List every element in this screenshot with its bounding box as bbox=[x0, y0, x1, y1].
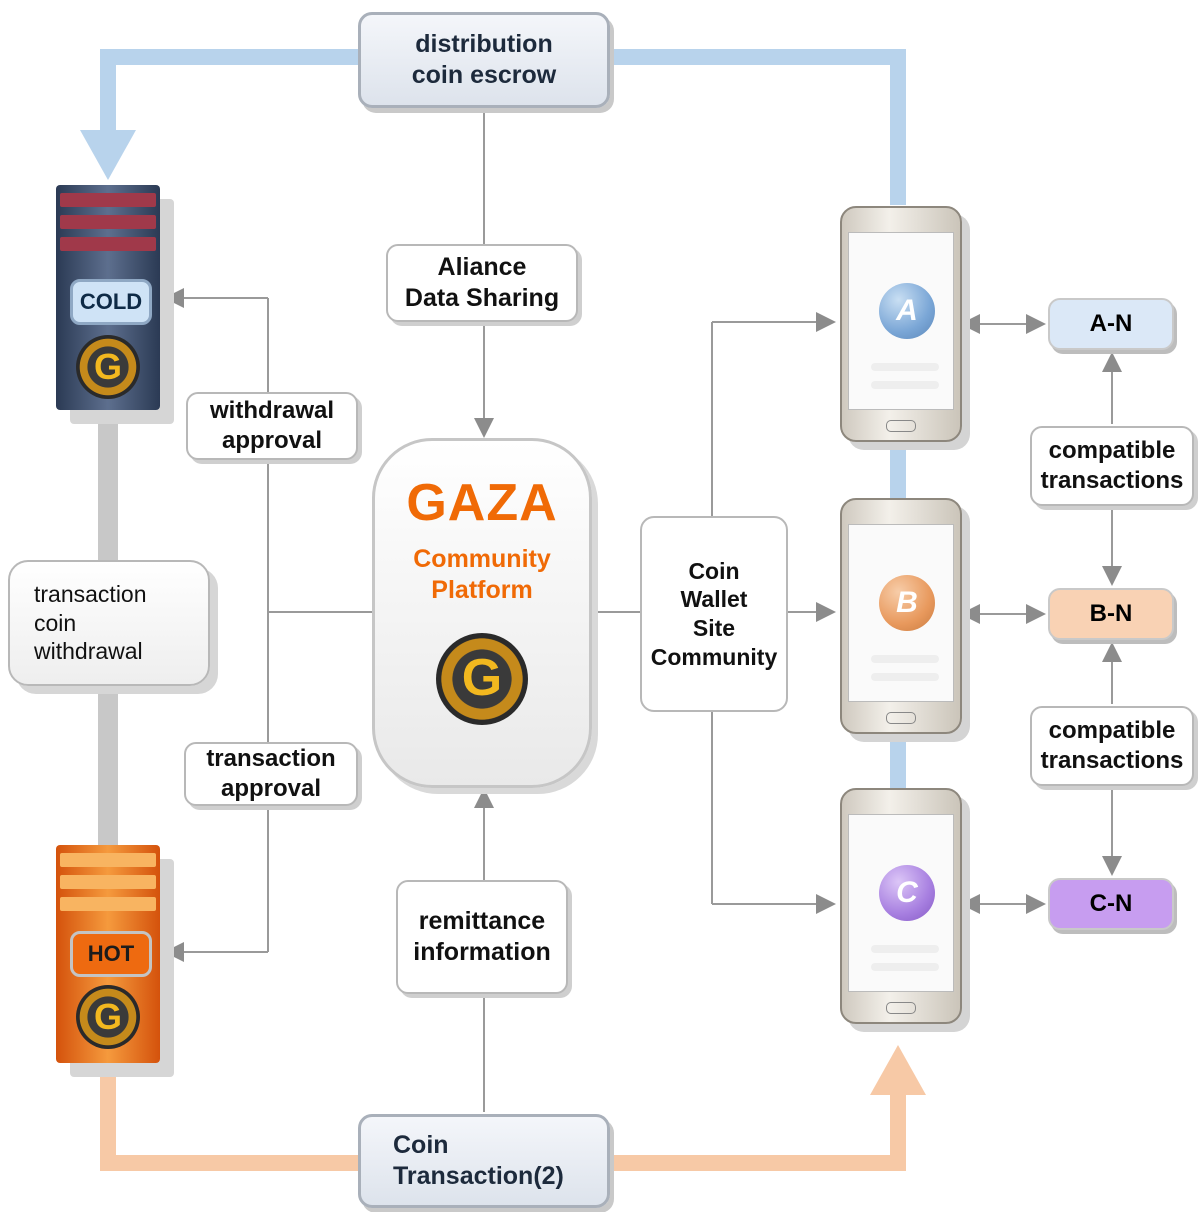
hot-server: HOT G bbox=[56, 845, 160, 1063]
coin-wallet-box: Coin Wallet Site Community bbox=[640, 516, 788, 712]
transaction-approval-line1: transaction bbox=[206, 745, 336, 772]
coin-withdrawal-box: transaction coin withdrawal bbox=[8, 560, 210, 686]
compatible-2-line1: compatible bbox=[1048, 717, 1176, 744]
node-b-n: B-N bbox=[1048, 588, 1174, 640]
coin-withdrawal-line3: withdrawal bbox=[34, 638, 143, 665]
escrow-line1: distribution bbox=[415, 29, 553, 58]
blue-arrowhead-cold bbox=[80, 130, 136, 180]
withdrawal-approval-line2: approval bbox=[221, 427, 323, 454]
alliance-box: Aliance Data Sharing bbox=[386, 244, 578, 322]
coin-wallet-line2: Wallet bbox=[680, 586, 748, 613]
compatible-1-line1: compatible bbox=[1048, 437, 1176, 464]
coin-a-icon: A bbox=[879, 283, 935, 339]
coin-withdrawal-line1: transaction bbox=[34, 580, 147, 607]
coin-transaction-line1: Coin bbox=[393, 1130, 449, 1159]
orange-flow-left bbox=[100, 1060, 360, 1171]
hot-token-icon: G bbox=[76, 985, 140, 1049]
platform-title: GAZA bbox=[406, 474, 558, 532]
orange-flow-right bbox=[610, 1090, 906, 1171]
withdrawal-approval-line1: withdrawal bbox=[209, 397, 335, 424]
coin-b-icon: B bbox=[879, 575, 935, 631]
cold-server: COLD G bbox=[56, 185, 160, 410]
phone-a: A bbox=[840, 206, 962, 442]
compatible-transactions-1: compatible transactions bbox=[1030, 426, 1194, 506]
coin-withdrawal-line2: coin bbox=[34, 609, 77, 636]
blue-link-phones-ab bbox=[890, 440, 906, 500]
blue-link-phones-bc bbox=[890, 730, 906, 790]
alliance-line1: Aliance bbox=[437, 252, 527, 281]
platform-box: GAZA Community Platform G bbox=[372, 438, 592, 788]
compatible-2-line2: transactions bbox=[1040, 747, 1184, 774]
coin-transaction-line2: Transaction(2) bbox=[393, 1162, 564, 1190]
remittance-line2: information bbox=[413, 938, 551, 966]
blue-flow-right bbox=[610, 49, 906, 205]
coin-transaction-box: Coin Transaction(2) bbox=[358, 1114, 610, 1208]
cold-token-icon: G bbox=[76, 335, 140, 399]
blue-flow-left bbox=[100, 49, 360, 140]
phone-c: C bbox=[840, 788, 962, 1024]
transaction-approval-box: transaction approval bbox=[184, 742, 358, 806]
compatible-1-line2: transactions bbox=[1040, 467, 1184, 494]
coin-wallet-line4: Community bbox=[650, 643, 778, 670]
hot-label: HOT bbox=[70, 931, 152, 977]
cold-label: COLD bbox=[70, 279, 152, 325]
platform-sub1: Community bbox=[413, 545, 551, 573]
escrow-box: distribution coin escrow bbox=[358, 12, 610, 108]
coin-wallet-line1: Coin bbox=[688, 557, 740, 584]
transaction-approval-line2: approval bbox=[220, 775, 322, 802]
platform-sub2: Platform bbox=[431, 576, 533, 605]
node-c-n: C-N bbox=[1048, 878, 1174, 930]
coin-c-icon: C bbox=[879, 865, 935, 921]
node-a-n: A-N bbox=[1048, 298, 1174, 350]
coin-wallet-line3: Site bbox=[692, 615, 736, 641]
withdrawal-approval-box: withdrawal approval bbox=[186, 392, 358, 460]
orange-arrowhead-phone-c bbox=[870, 1045, 926, 1095]
compatible-transactions-2: compatible transactions bbox=[1030, 706, 1194, 786]
remittance-box: remittance information bbox=[396, 880, 568, 994]
gaza-token-logo: G bbox=[436, 632, 528, 725]
phone-b: B bbox=[840, 498, 962, 734]
remittance-line1: remittance bbox=[418, 906, 546, 935]
escrow-line2: coin escrow bbox=[411, 61, 557, 89]
alliance-line2: Data Sharing bbox=[404, 284, 560, 312]
